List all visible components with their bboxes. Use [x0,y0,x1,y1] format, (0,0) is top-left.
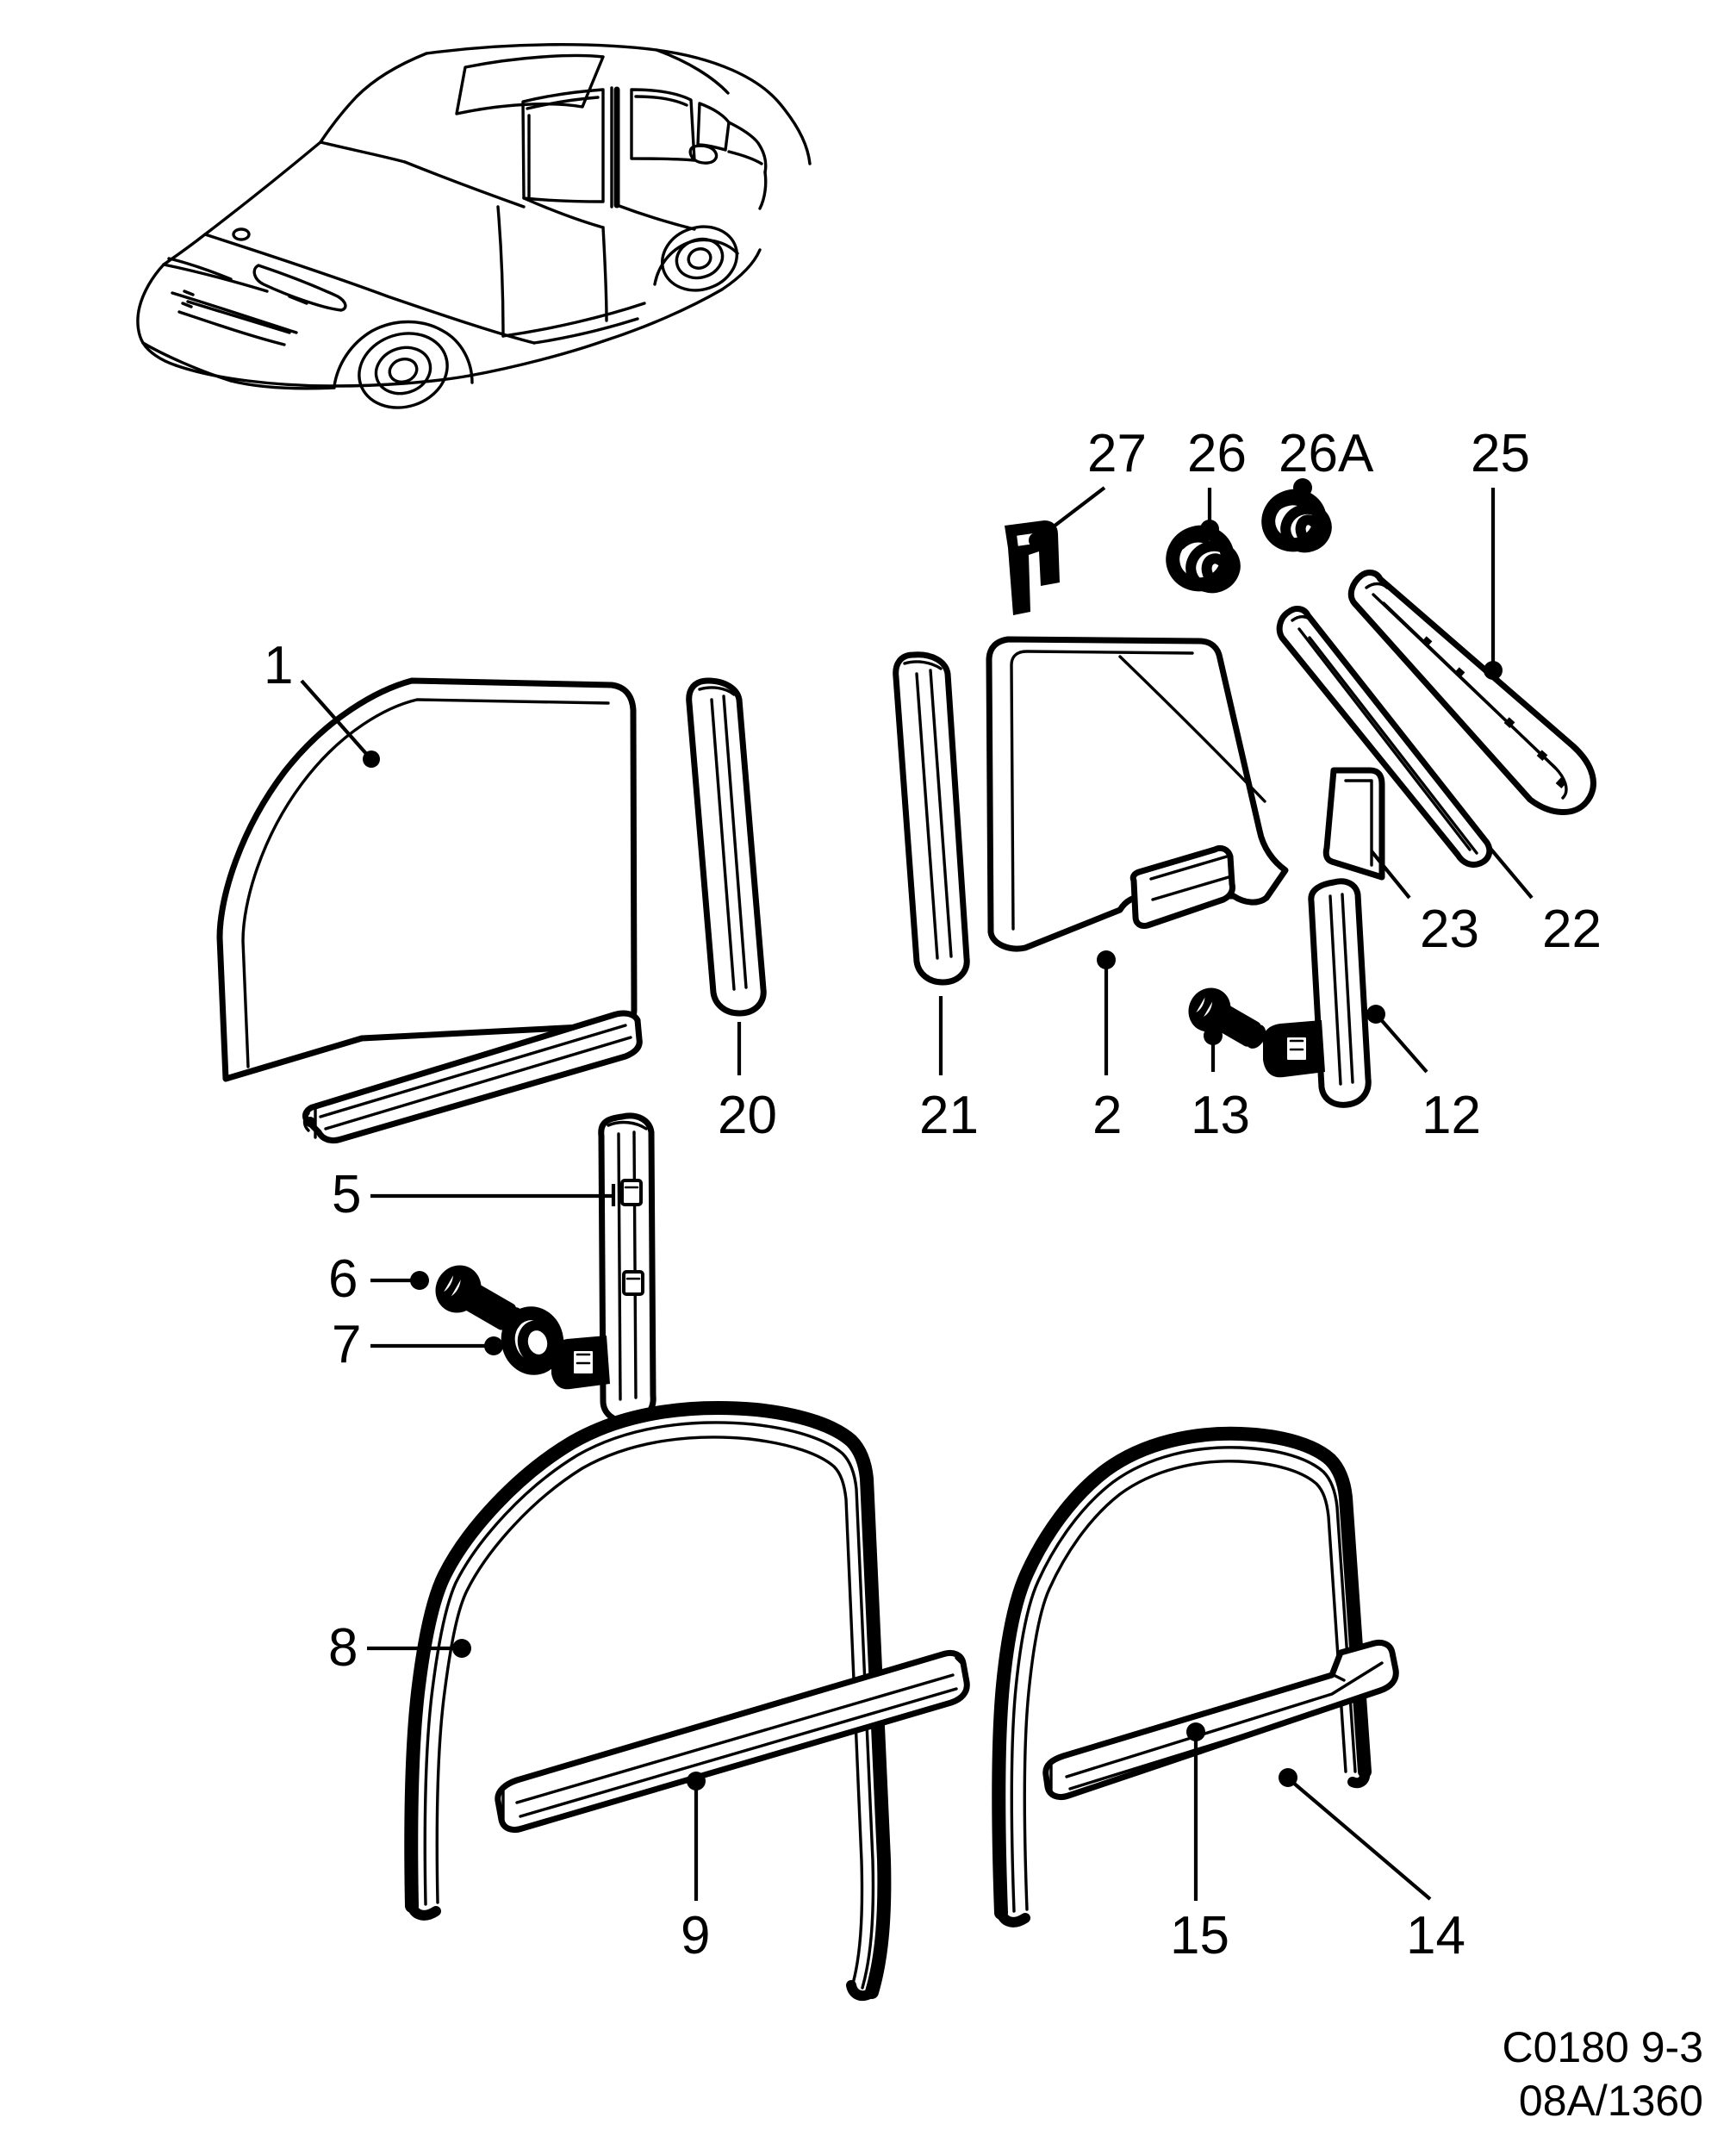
callout-2: 2 [1092,1086,1123,1145]
part-8-front-door-window-run-channel [404,1401,892,2002]
callout-12: 12 [1422,1086,1481,1145]
part-23-quarter-window-corner-trim [1322,767,1385,881]
part-5-front-door-window-guide-rail [551,1112,656,1425]
part-14-rear-door-inner-belt-weatherstrip [1042,1639,1399,1801]
callout-7: 7 [332,1315,362,1374]
callout-20: 20 [718,1086,777,1145]
part-22-quarter-window-channel [1276,606,1493,869]
part-20-front-door-rear-run-channel [686,677,767,1017]
drawing-number: C0180 9-3 [1502,2023,1704,2071]
part-2-rear-door-window-glass [986,636,1289,952]
vehicle-illustration [136,43,812,409]
callout-5: 5 [332,1165,362,1224]
callout-27: 27 [1087,424,1147,483]
callout-8: 8 [328,1618,358,1678]
callout-23: 23 [1420,900,1479,959]
part-15-rear-door-window-run-channel [992,1426,1372,1928]
callout-9: 9 [681,1906,711,1965]
callout-1: 1 [264,636,294,695]
callout-26a: 26A [1279,424,1374,483]
part-6-screw [435,1265,523,1333]
part-26a-grommet-alternate [1261,489,1332,553]
callout-15: 15 [1170,1906,1229,1965]
callout-21: 21 [919,1086,979,1145]
callout-22: 22 [1542,900,1602,959]
sheet-code: 08A/1360 [1518,2077,1703,2125]
part-7-washer [501,1306,564,1375]
part-9-front-door-inner-belt-weatherstrip [495,1649,970,1834]
part-26-grommet [1166,525,1241,594]
callout-13: 13 [1191,1086,1250,1145]
callout-25: 25 [1471,424,1530,483]
callout-14: 14 [1406,1906,1465,1965]
callout-26: 26 [1187,424,1247,483]
leader-lines [300,478,1534,1901]
part-25-quarter-window-outer-weatherstrip [1347,570,1596,815]
part-13-screw [1188,987,1266,1049]
part-12-rear-door-window-guide-rail [1262,878,1372,1108]
part-1-front-door-window-glass [216,677,643,1144]
callout-6: 6 [328,1249,358,1309]
part-21-rear-door-front-run-channel [893,651,970,986]
